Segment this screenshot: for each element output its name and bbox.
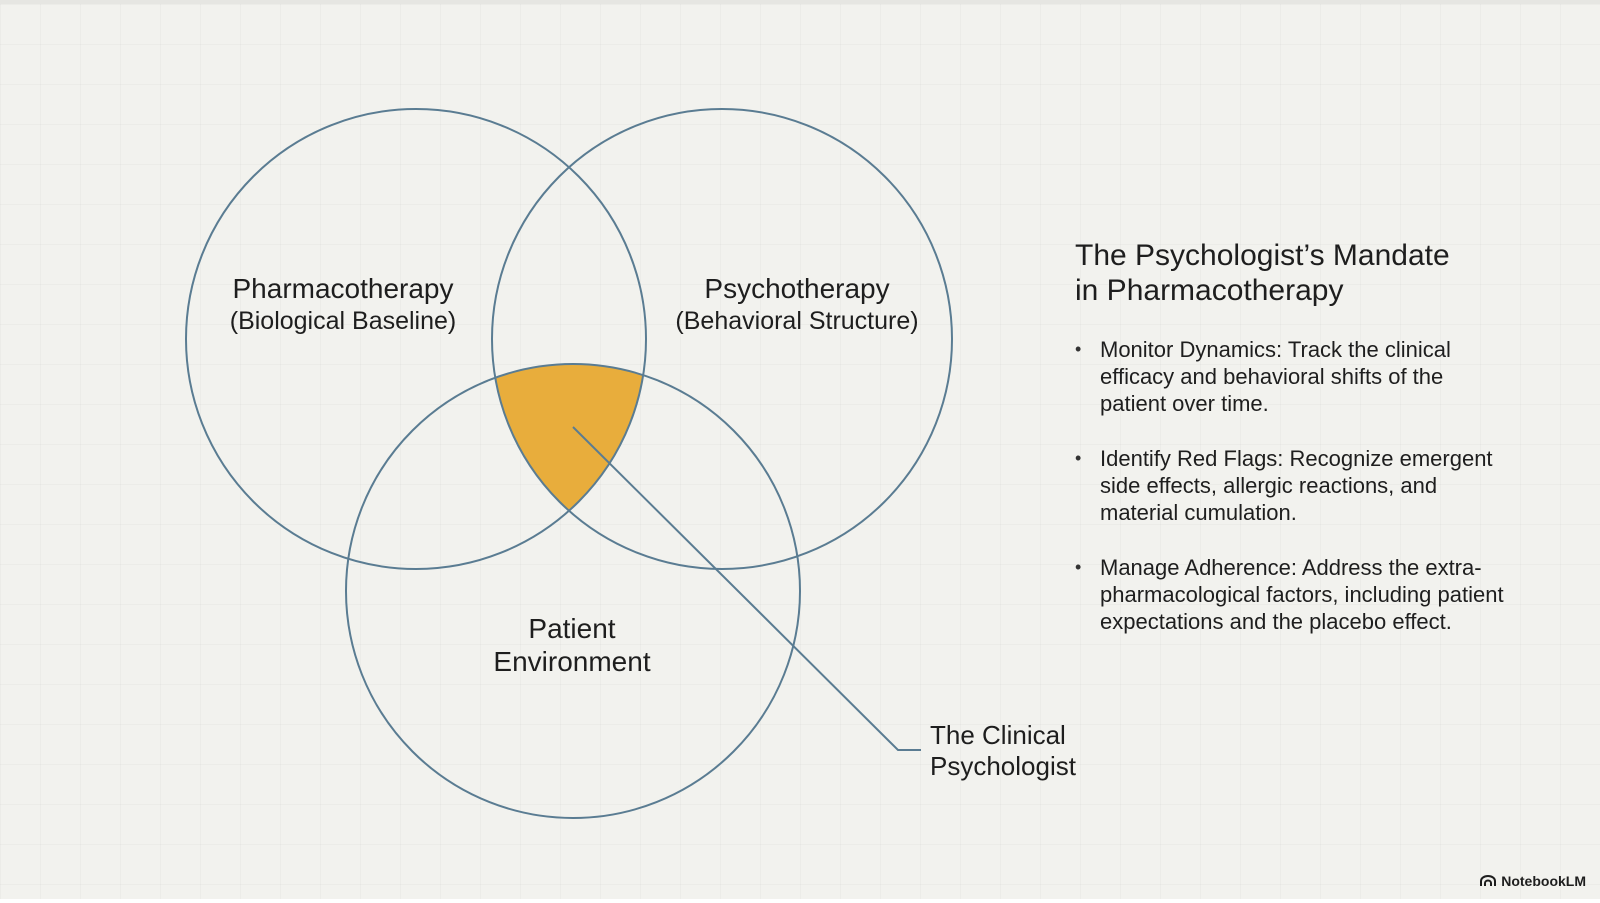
list-item-identify-red-flags: Identify Red Flags: Recognize emergent s… [1075,445,1505,526]
label-pharmacotherapy-title: Pharmacotherapy [232,273,454,304]
label-patient-environment-subtitle: Environment [493,646,651,677]
label-pharmacotherapy-subtitle: (Biological Baseline) [229,307,457,335]
list-item-manage-adherence: Manage Adherence: Address the extra-phar… [1075,554,1505,635]
brand-name: NotebookLM [1501,873,1586,889]
notebooklm-logo-icon [1480,875,1497,886]
callout-line-2: Psychologist [930,751,1076,781]
callout-leader-line [572,426,921,751]
mandate-panel: The Psychologist’s Mandate in Pharmacoth… [1075,238,1505,663]
label-psychotherapy-subtitle: (Behavioral Structure) [675,307,919,335]
triple-intersection [492,364,646,569]
label-patient-environment-title: Patient [528,613,616,644]
label-psychotherapy-title: Psychotherapy [704,273,890,304]
venn-diagram [185,108,953,819]
mandate-list: Monitor Dynamics: Track the clinical eff… [1075,336,1505,635]
callout-clinical-psychologist: The Clinical Psychologist [930,720,1100,782]
panel-title-line-2: in Pharmacotherapy [1075,274,1344,307]
circle-pharmacotherapy [185,108,647,570]
circle-patient-environment [345,363,801,819]
panel-title-line-1: The Psychologist’s Mandate [1075,239,1450,272]
circle-psychotherapy [491,108,953,570]
brand-watermark: NotebookLM [1480,873,1586,889]
label-pharmacotherapy: Pharmacotherapy (Biological Baseline) [230,272,457,338]
label-patient-environment: Patient Environment [493,612,650,678]
label-psychotherapy: Psychotherapy (Behavioral Structure) [675,272,918,338]
callout-line-1: The Clinical [930,720,1066,750]
panel-title: The Psychologist’s Mandate in Pharmacoth… [1075,238,1505,308]
list-item-monitor-dynamics: Monitor Dynamics: Track the clinical eff… [1075,336,1505,417]
